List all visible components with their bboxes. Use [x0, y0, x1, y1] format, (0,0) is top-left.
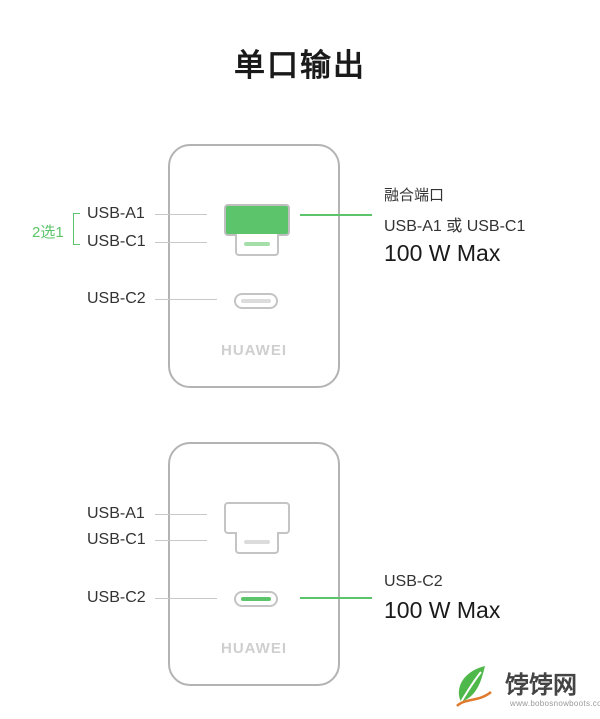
leader-line-usb-c1 [155, 540, 207, 541]
usb-c2-port-tongue [241, 299, 271, 303]
usb-c2-port [234, 293, 278, 309]
usb-c2-port-tongue [241, 597, 271, 601]
leader-line-usb-a1 [155, 214, 207, 215]
usb-a1-port [224, 502, 290, 534]
label-usb-a1: USB-A1 [87, 505, 145, 522]
leader-line-usb-c2 [155, 299, 217, 300]
usb-c1-port [235, 532, 279, 554]
leaf-logo-icon [456, 666, 492, 707]
fusion-port-title: 融合端口 [384, 187, 445, 204]
choice-bracket [73, 213, 80, 245]
label-usb-c2: USB-C2 [87, 589, 146, 606]
port-title-usb-c2: USB-C2 [384, 573, 443, 590]
label-usb-c1: USB-C1 [87, 531, 146, 548]
usb-c1-port-tongue [244, 540, 270, 544]
choice-label: 2选1 [32, 224, 64, 241]
power-rating-top: 100 W Max [384, 240, 501, 266]
watermark-name: 饽饽网 [505, 671, 577, 699]
usb-c1-port [235, 234, 279, 256]
usb-a1-port-active [224, 204, 290, 236]
page-title: 单口输出 [234, 48, 366, 84]
fusion-port-subtitle: USB-A1 或 USB-C1 [384, 218, 526, 235]
leader-line-usb-c2 [155, 598, 217, 599]
watermark-url: www.bobosnowboots.com [510, 699, 600, 708]
highlight-line-fusion [300, 214, 372, 216]
brand-logo: HUAWEI [221, 342, 287, 359]
leader-line-usb-a1 [155, 514, 207, 515]
highlight-line-usb-c2 [300, 597, 372, 599]
charger-top: HUAWEI [168, 144, 340, 388]
leader-line-usb-c1 [155, 242, 207, 243]
power-rating-bottom: 100 W Max [384, 597, 501, 623]
label-usb-c2: USB-C2 [87, 290, 146, 307]
usb-c2-port-active [234, 591, 278, 607]
label-usb-c1: USB-C1 [87, 233, 146, 250]
brand-logo: HUAWEI [221, 640, 287, 657]
charger-bottom: HUAWEI [168, 442, 340, 686]
usb-c1-port-tongue [244, 242, 270, 246]
label-usb-a1: USB-A1 [87, 205, 145, 222]
